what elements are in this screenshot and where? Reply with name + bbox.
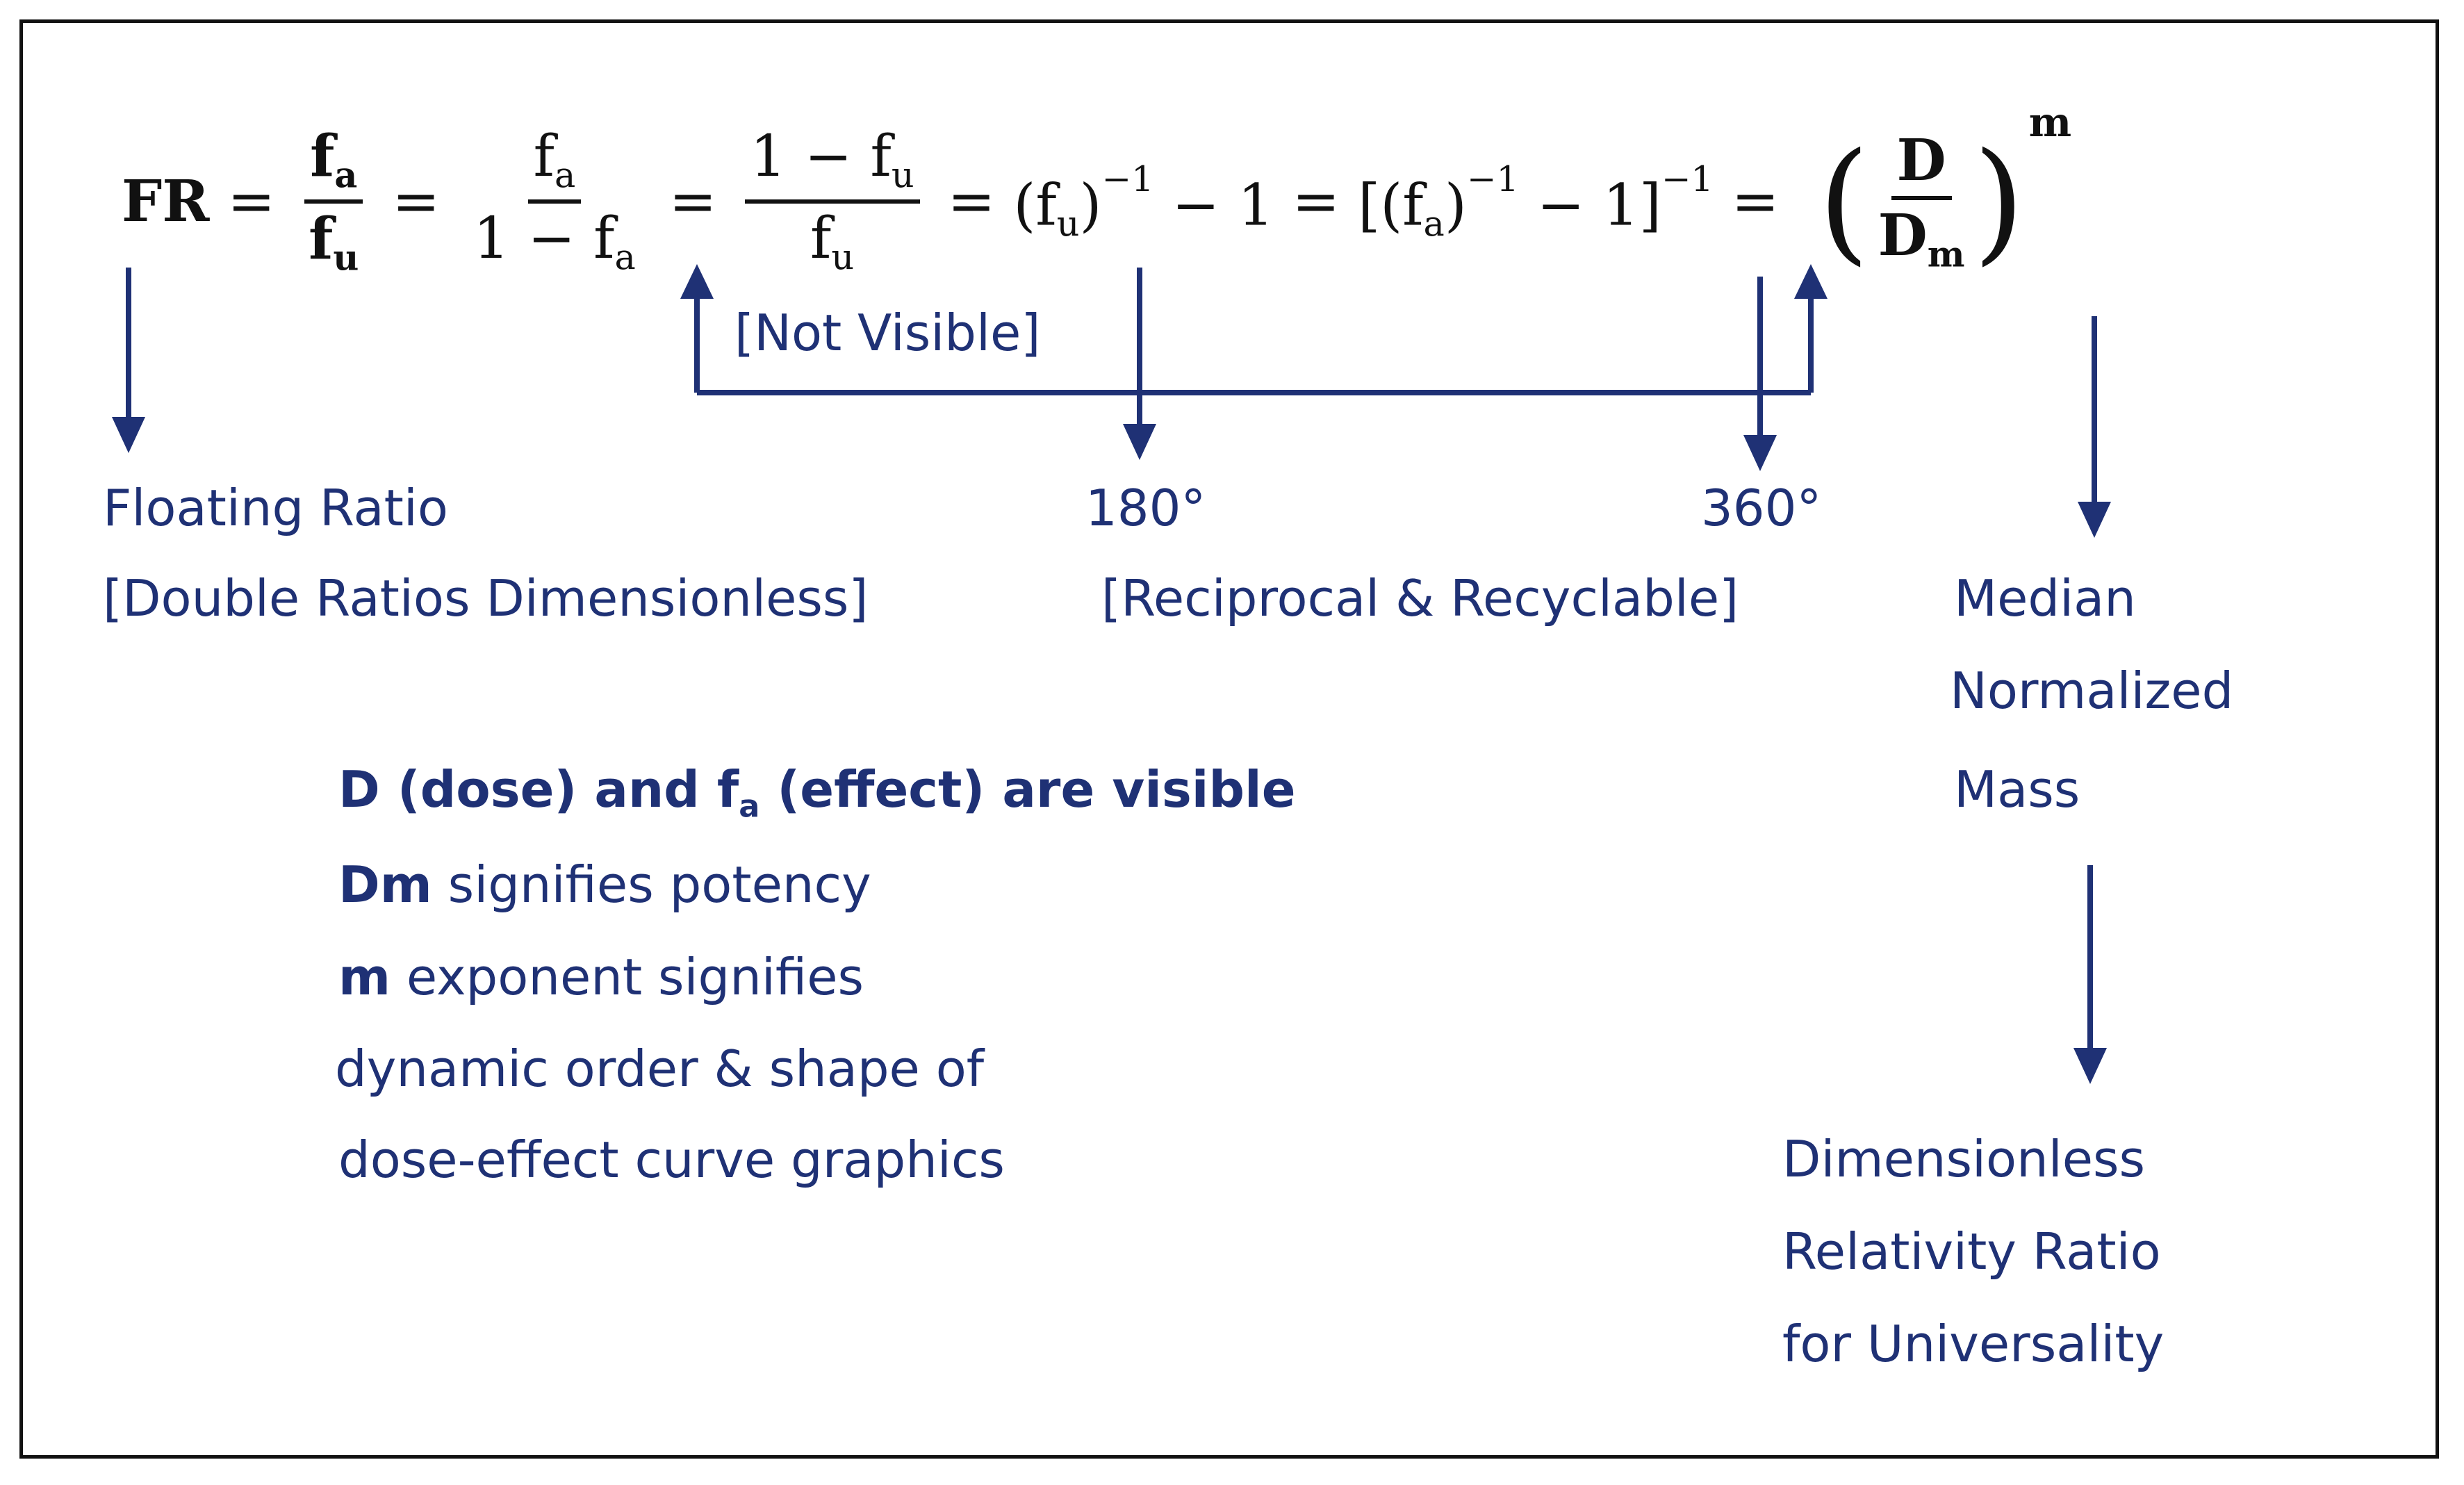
- arrowhead-dimensionless: [2073, 1048, 2107, 1084]
- exponent-m: m: [2028, 99, 2072, 146]
- mass-label: Mass: [1954, 760, 2080, 819]
- term-fu-inverse-minus-one: (fu)−1 − 1: [1013, 158, 1274, 245]
- equation: FR = fa fu = fa 1 − fa = 1 − fu fu = (fu…: [122, 99, 2071, 299]
- deg-360-label: 360°: [1701, 479, 1822, 537]
- note-line-4: dynamic order & shape of: [335, 1040, 985, 1098]
- fraction-denominator: Dm: [1878, 202, 1965, 274]
- diagram-frame: [19, 19, 2439, 1459]
- eq-lhs: FR: [122, 168, 210, 235]
- fraction-numerator: 1 − fu: [744, 127, 920, 204]
- eq-sign: =: [392, 168, 441, 235]
- arrowhead-not-visible: [680, 264, 714, 299]
- normalized-label: Normalized: [1950, 662, 2234, 720]
- big-open-paren: (: [1818, 124, 1870, 278]
- dimensionless-label: Dimensionless: [1782, 1130, 2146, 1188]
- eq-sign: =: [227, 168, 276, 235]
- arrowhead-floating-ratio: [112, 417, 145, 453]
- fraction-1-fu-fu: 1 − fu fu: [744, 127, 920, 278]
- fraction-fa-fu: fa fu: [303, 126, 364, 276]
- fraction-fa-1-fa: fa 1 − fa: [468, 127, 641, 278]
- eq-sign: =: [668, 168, 717, 235]
- median-label: Median: [1954, 569, 2136, 627]
- note-line-3: m exponent signifies: [338, 948, 864, 1006]
- deg-180-label: 180°: [1085, 479, 1206, 537]
- fraction-denominator: fu: [810, 206, 855, 278]
- arrowhead-180: [1123, 424, 1156, 460]
- eq-sign: =: [947, 168, 996, 235]
- fraction-numerator: fa: [304, 126, 363, 204]
- arrowhead-return: [1794, 264, 1828, 299]
- note-line-1: D (dose) and fa (effect) are visible: [338, 760, 1296, 825]
- universality-label: for Universality: [1782, 1315, 2165, 1373]
- fraction-D-Dm: D Dm: [1873, 131, 1971, 273]
- eq-sign: =: [1731, 168, 1780, 235]
- reciprocal-label: [Reciprocal & Recyclable]: [1101, 569, 1739, 627]
- fraction-denominator: 1 − fa: [473, 206, 636, 278]
- arrowhead-median: [2078, 502, 2111, 538]
- note-line-5: dose-effect curve graphics: [338, 1131, 1005, 1189]
- double-ratios-label: [Double Ratios Dimensionless]: [103, 569, 869, 627]
- fraction-numerator: D: [1891, 131, 1952, 200]
- fraction-numerator: fa: [527, 127, 582, 204]
- relativity-ratio-label: Relativity Ratio: [1782, 1222, 2161, 1281]
- arrowhead-360: [1743, 435, 1777, 471]
- not-visible-label: [Not Visible]: [734, 304, 1041, 362]
- term-fa-double-inverse: [(fa)−1 − 1]−1: [1358, 158, 1714, 245]
- note-line-2: Dm signifies potency: [338, 855, 871, 914]
- fraction-denominator: fu: [309, 206, 359, 279]
- eq-sign: =: [1292, 168, 1340, 235]
- big-close-paren: ): [1973, 124, 2025, 278]
- floating-ratio-label: Floating Ratio: [103, 479, 448, 537]
